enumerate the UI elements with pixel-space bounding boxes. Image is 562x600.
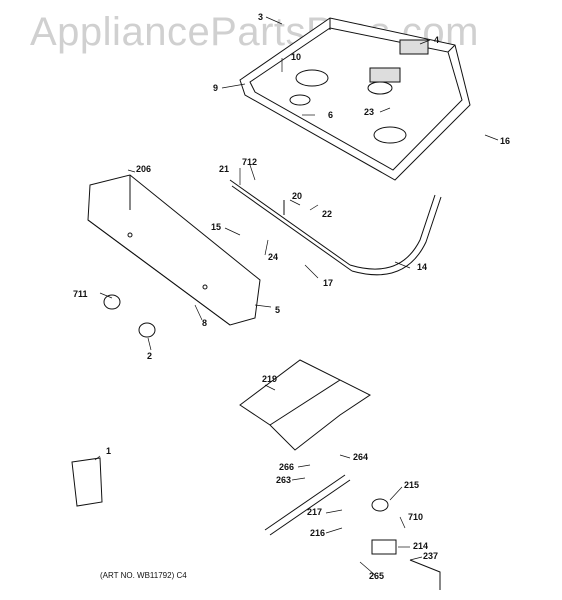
control-knobs	[103, 294, 156, 338]
manifold-panel	[87, 174, 261, 326]
label-711: 711	[73, 289, 88, 299]
label-15: 15	[211, 222, 221, 232]
label-710: 710	[408, 512, 423, 522]
oven-burner	[264, 474, 441, 590]
art-number: (ART NO. WB11792) C4	[100, 571, 187, 580]
label-16: 16	[500, 136, 510, 146]
label-2: 2	[147, 351, 152, 361]
label-712: 712	[242, 157, 257, 167]
label-14: 14	[417, 262, 427, 272]
label-22: 22	[322, 209, 332, 219]
label-5: 5	[275, 305, 280, 315]
label-3: 3	[258, 12, 263, 22]
label-1: 1	[106, 446, 111, 456]
label-265: 265	[369, 571, 384, 581]
label-24: 24	[268, 252, 278, 262]
literature-pack	[71, 457, 103, 507]
label-10: 10	[291, 52, 301, 62]
label-215: 215	[404, 480, 419, 490]
burner-box	[239, 17, 471, 181]
label-219: 219	[262, 374, 277, 384]
part-labels: 3 4 9 10 6 23 16 206 21 712 20 22 15 24 …	[73, 12, 510, 581]
label-216: 216	[310, 528, 325, 538]
label-206: 206	[136, 164, 151, 174]
label-8: 8	[202, 318, 207, 328]
label-21: 21	[219, 164, 229, 174]
label-4: 4	[434, 35, 439, 45]
label-17: 17	[323, 278, 333, 288]
leader-lines	[94, 16, 499, 576]
label-20: 20	[292, 191, 302, 201]
label-237: 237	[423, 551, 438, 561]
label-9: 9	[213, 83, 218, 93]
label-264: 264	[353, 452, 368, 462]
label-23: 23	[364, 107, 374, 117]
label-266: 266	[279, 462, 294, 472]
manifold-pipe	[229, 179, 442, 276]
label-214: 214	[413, 541, 428, 551]
burner-baffle	[239, 359, 371, 451]
label-217: 217	[307, 507, 322, 517]
label-6: 6	[328, 110, 333, 120]
label-263: 263	[276, 475, 291, 485]
